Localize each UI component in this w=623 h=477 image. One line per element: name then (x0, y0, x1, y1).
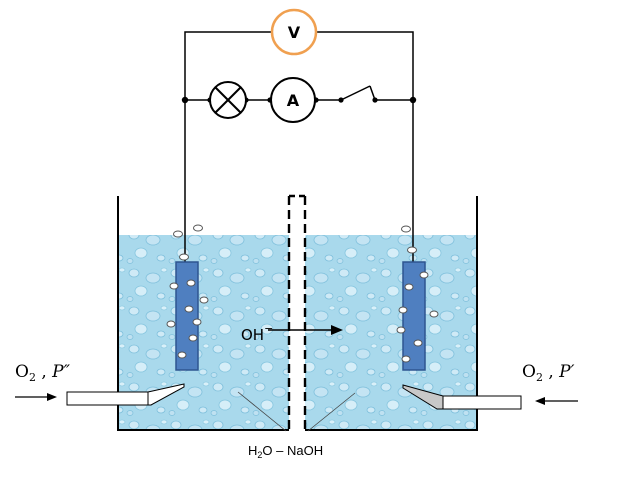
right-gas-label: O2 , P′ (522, 362, 575, 384)
ammeter: A (270, 77, 316, 123)
left-gas-label: O2 , P″ (15, 362, 71, 384)
left-gas-inlet (66, 383, 185, 406)
svg-text:O2 , P′: O2 , P′ (522, 362, 575, 384)
svg-text:O2 , P″: O2 , P″ (15, 362, 71, 384)
voltmeter: V (270, 8, 318, 56)
right-electrode (402, 261, 426, 371)
ammeter-label: A (287, 91, 300, 110)
membrane (287, 194, 307, 432)
gas-bubbles (166, 224, 439, 363)
left-electrode (175, 261, 199, 371)
electrolyte-label: H2O – NaOH (248, 443, 323, 460)
circuit-wires (184, 31, 414, 262)
ion-migration: OH− (241, 322, 343, 344)
electrolyte-pointers (237, 391, 356, 432)
voltmeter-label: V (288, 23, 301, 42)
ion-label: OH− (241, 322, 273, 344)
right-gas-inlet (402, 384, 522, 410)
lamp-icon (209, 81, 247, 119)
